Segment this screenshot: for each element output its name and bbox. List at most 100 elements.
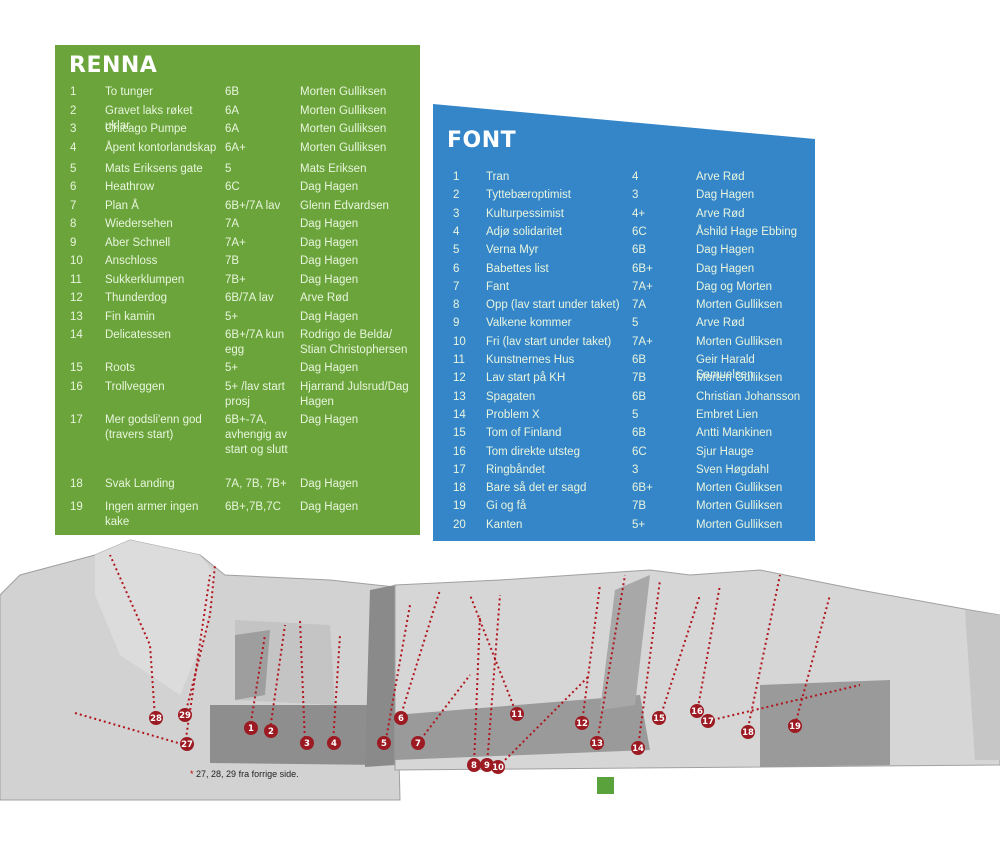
renna-route-name: Trollveggen [105, 380, 165, 393]
renna-route-name: Chicago Pumpe [105, 123, 187, 135]
route-lines [74, 554, 861, 768]
route-marker-circle [788, 719, 802, 733]
route-marker-circle [244, 721, 258, 735]
font-route-grade: 5 [632, 408, 639, 421]
route-marker-12: 12 [575, 716, 589, 730]
footnote-text: 27, 28, 29 fra forrige side. [196, 769, 299, 779]
topo-footnote: * 27, 28, 29 fra forrige side. [190, 769, 299, 779]
font-route-name: Tyttebæroptimist [486, 189, 571, 202]
renna-route-setter: Dag Hagen [300, 500, 359, 513]
renna-route-no: 6 [70, 181, 77, 193]
route-line-17 [707, 684, 861, 722]
font-route-setter: Dag Hagen [696, 244, 755, 257]
renna-route-no: 14 [70, 329, 83, 341]
renna-route-no: 18 [70, 477, 83, 490]
route-marker-3: 3 [300, 736, 314, 750]
renna-route-grade: 6B/7A lav [225, 292, 274, 304]
route-marker-circle [377, 736, 391, 750]
route-marker-13: 13 [590, 736, 604, 750]
renna-route-setter: Dag Hagen [300, 255, 359, 267]
font-route-grade: 6B+ [632, 482, 653, 495]
route-marker-label: 3 [304, 739, 310, 749]
left-boulder-dark-patch [235, 630, 270, 700]
route-marker-label: 15 [653, 714, 665, 724]
route-line-6 [399, 589, 441, 719]
route-marker-label: 1 [248, 724, 254, 734]
font-route-grade: 6C [632, 225, 647, 238]
renna-route-no: 9 [70, 236, 77, 249]
route-marker-16: 16 [690, 704, 704, 718]
route-marker-label: 29 [179, 711, 191, 721]
renna-route-name: Gravet laks røket uklar [105, 104, 193, 132]
route-marker-circle [590, 736, 604, 750]
font-route-setter: Dag Hagen [696, 189, 755, 202]
renna-route-setter: Morten Gulliksen [300, 141, 387, 154]
renna-route-grade: 5+ [225, 310, 239, 323]
renna-route-no: 4 [70, 141, 77, 154]
renna-route-setter: Hjarrand Julsrud/Dag Hagen [300, 380, 409, 408]
route-marker-circle [327, 736, 341, 750]
route-marker-label: 12 [576, 719, 588, 729]
route-marker-circle [180, 737, 194, 751]
left-boulder-face [95, 540, 215, 695]
font-route-no: 3 [453, 207, 460, 220]
renna-route-no: 5 [70, 162, 77, 175]
renna-title: RENNA [69, 53, 158, 78]
central-pillar [365, 585, 395, 767]
font-route-no: 5 [453, 244, 460, 257]
route-marker-4: 4 [327, 736, 341, 750]
font-route-name: Bare så det er sagd [486, 482, 587, 495]
font-route-grade: 7B [632, 372, 647, 385]
route-line-15 [659, 594, 701, 719]
renna-route-setter: Rodrigo de Belda/ Stian Christophersen [300, 329, 408, 356]
route-marker-label: 2 [268, 727, 274, 737]
font-route-setter: Arve Rød [696, 317, 745, 330]
middle-boulder-crack [600, 575, 650, 710]
font-route-name: Kunstnernes Hus [486, 354, 575, 366]
route-line-3 [299, 619, 306, 744]
renna-route-name: Mer godsli'enn god (travers start) [105, 413, 202, 441]
route-marker-circle [480, 758, 494, 772]
route-marker-circle [652, 711, 666, 725]
font-route-setter: Embret Lien [696, 408, 759, 421]
font-route-no: 20 [453, 518, 466, 531]
route-marker-1: 1 [244, 721, 258, 735]
font-route-grade: 3 [632, 463, 639, 476]
font-route-setter: Antti Mankinen [696, 427, 773, 440]
route-marker-28: 28 [149, 711, 163, 725]
font-route-grade: 7A+ [632, 335, 653, 348]
green-legend-square [597, 777, 614, 794]
route-marker-circle [491, 760, 505, 774]
font-route-grade: 6B [632, 354, 647, 366]
route-marker-5: 5 [377, 736, 391, 750]
renna-route-no: 17 [70, 413, 83, 426]
renna-route-grade: 6B+,7B,7C [225, 500, 281, 513]
renna-route-grade: 6B+/7A kun egg [225, 329, 285, 356]
font-route-grade: 3 [632, 189, 639, 202]
renna-route-grade: 6B [225, 86, 240, 98]
route-marker-label: 9 [484, 761, 490, 771]
renna-route-name: Åpent kontorlandskap [105, 141, 217, 154]
renna-route-name: Anschloss [105, 255, 158, 267]
font-route-grade: 7B [632, 500, 647, 513]
font-route-grade: 7A [632, 299, 647, 312]
font-route-no: 11 [453, 354, 465, 366]
font-route-setter: Arve Rød [696, 171, 745, 183]
renna-route-grade: 6A [225, 123, 240, 135]
renna-route-no: 11 [70, 273, 82, 286]
renna-route-grade: 5+ /lav start prosj [225, 380, 285, 408]
font-route-name: Ringbåndet [486, 463, 545, 476]
font-route-grade: 5 [632, 317, 639, 330]
renna-route-grade: 6C [225, 181, 240, 193]
renna-route-setter: Dag Hagen [300, 477, 359, 490]
font-route-name: Verna Myr [486, 244, 539, 257]
renna-route-name: Sukkerklumpen [105, 273, 185, 286]
route-line-5 [384, 604, 411, 746]
renna-route-name: Fin kamin [105, 310, 155, 323]
route-marker-27: 27 [180, 737, 194, 751]
route-line-1 [249, 634, 266, 729]
font-route-setter: Arve Rød [696, 207, 745, 220]
font-route-setter: Morten Gulliksen [696, 482, 783, 495]
route-marker-15: 15 [652, 711, 666, 725]
renna-route-name: Heathrow [105, 181, 155, 193]
